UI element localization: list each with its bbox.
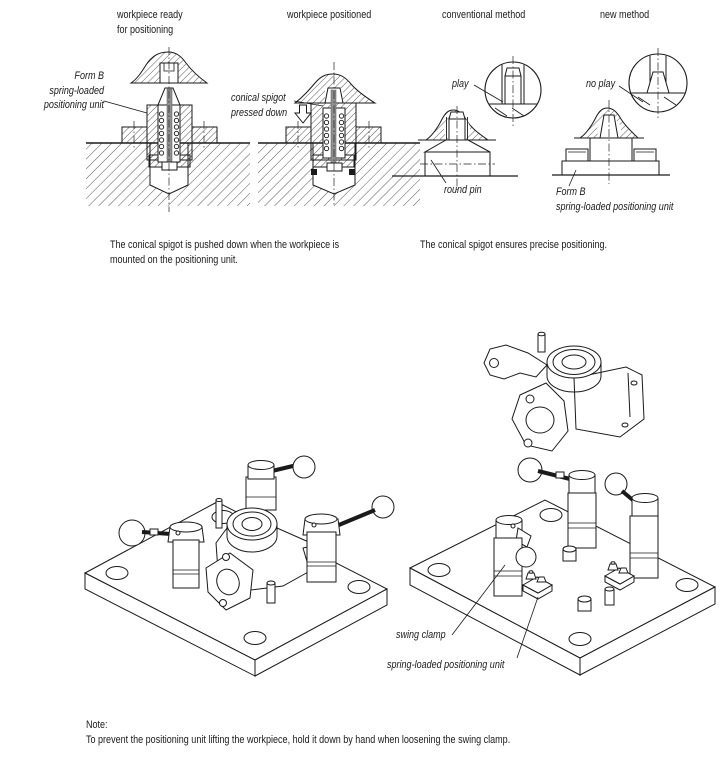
figure3-title: conventional method bbox=[442, 9, 526, 21]
clamp-ball-handle bbox=[118, 519, 146, 547]
leader-form-b bbox=[103, 100, 148, 114]
figure3-label-round-pin: round pin bbox=[444, 184, 482, 196]
retainer-right bbox=[349, 169, 355, 175]
base-plate bbox=[408, 499, 717, 659]
figure4-drawing-new-method bbox=[552, 48, 688, 187]
leader-conical-spigot bbox=[293, 100, 324, 107]
note-body: To prevent the positioning unit lifting … bbox=[86, 734, 511, 746]
leader-swing-clamp bbox=[451, 564, 506, 636]
clamp-ball-handle bbox=[515, 546, 537, 568]
spring-coils bbox=[323, 113, 345, 152]
label-swing-clamp: swing clamp bbox=[396, 629, 446, 641]
workpiece-arm bbox=[483, 344, 548, 380]
positioning-unit bbox=[521, 570, 554, 600]
figure4-label-no-play: no play bbox=[586, 78, 616, 90]
figure3-label-play: play bbox=[452, 78, 469, 90]
figure1-title: workpiece ready for positioning bbox=[117, 8, 183, 37]
note-title: Note: bbox=[86, 719, 108, 731]
figure1-title-line2: for positioning bbox=[117, 23, 174, 36]
figure4-title: new method bbox=[600, 9, 650, 21]
figure1-label-form-b: Form B spring-loaded positioning unit bbox=[43, 70, 104, 111]
leader-round-pin bbox=[430, 159, 447, 184]
press-down-arrow-icon bbox=[293, 104, 313, 124]
workpiece-body bbox=[573, 366, 645, 438]
leader-form-b bbox=[568, 169, 577, 187]
positioning-unit bbox=[603, 561, 636, 591]
label-positioning-unit: spring-loaded positioning unit bbox=[387, 659, 505, 671]
figure1-title-line1: workpiece ready bbox=[117, 9, 183, 21]
assembly-exploded-view bbox=[408, 331, 717, 676]
leader-no-play bbox=[618, 85, 644, 103]
unit-base bbox=[561, 160, 660, 176]
clamp-ball-handle bbox=[371, 495, 395, 519]
leader-play bbox=[473, 84, 504, 103]
caption-left: The conical spigot is pushed down when t… bbox=[110, 239, 340, 266]
figure1-drawing-workpiece-ready bbox=[86, 47, 250, 212]
unit-center-block bbox=[589, 137, 633, 162]
caption-right: The conical spigot ensures precise posit… bbox=[420, 239, 608, 251]
figure2-label-conical-spigot: conical spigot pressed down bbox=[231, 92, 288, 119]
clamp-ball-handle bbox=[292, 455, 316, 479]
leader-positioning-unit bbox=[516, 596, 539, 659]
assembly-clamped-workpiece bbox=[83, 455, 395, 677]
retainer-left bbox=[311, 169, 317, 175]
figure2-drawing-workpiece-positioned bbox=[258, 62, 420, 207]
workpiece-pin bbox=[537, 333, 546, 353]
figure2-title: workpiece positioned bbox=[287, 9, 372, 21]
spring-coils bbox=[158, 111, 180, 156]
figure3-drawing-conventional-method bbox=[392, 56, 542, 190]
figure4-label-form-b: Form B spring-loaded positioning unit bbox=[556, 186, 674, 213]
clamp-ball-handle bbox=[604, 472, 628, 496]
